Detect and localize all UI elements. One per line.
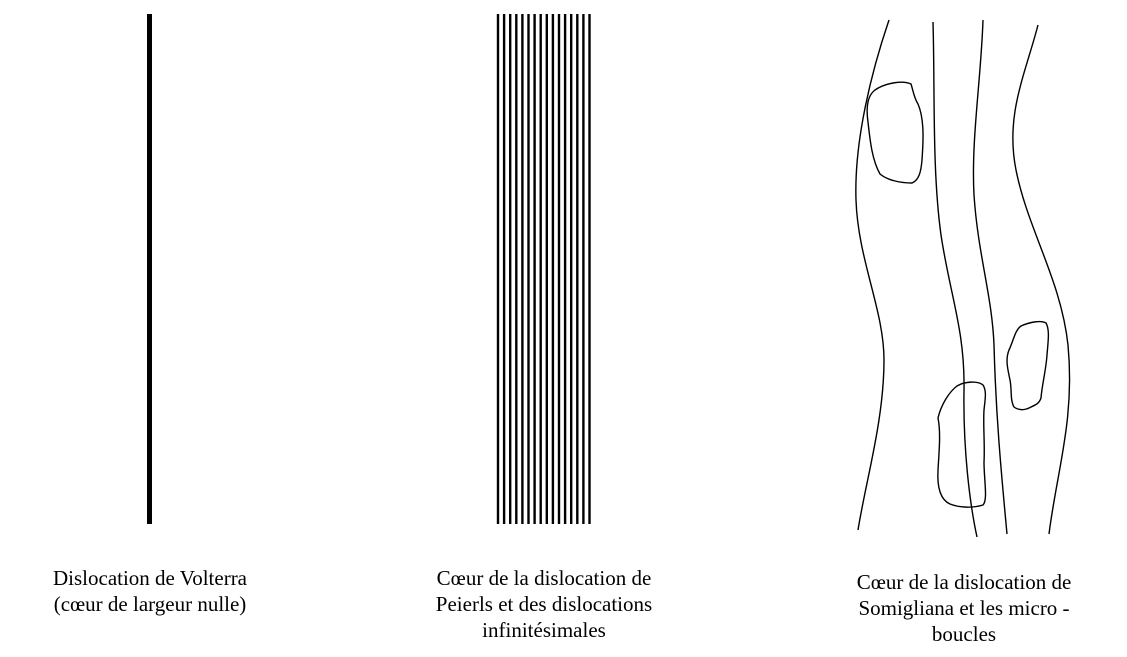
somigliana-caption-line-3: boucles — [931, 622, 997, 646]
somigliana-caption-line-1: Cœur de la dislocation de — [856, 570, 1072, 594]
somigliana-caption-line-2: Somigliana et les micro - — [858, 596, 1070, 620]
micro-loop-3 — [1006, 320, 1050, 411]
peierls-caption-line-2: Peierls et des dislocations — [435, 592, 653, 616]
volterra-caption-line-2: (cœur de largeur nulle) — [53, 592, 247, 616]
somigliana-core-line-3 — [972, 19, 1008, 535]
somigliana-core-line-4 — [1012, 24, 1071, 535]
peierls-caption-line-3: infinitésimales — [482, 618, 606, 642]
somigliana-core-line-1 — [855, 19, 890, 531]
volterra-caption-line-1: Dislocation de Volterra — [52, 566, 248, 590]
micro-loop-2 — [937, 381, 987, 508]
micro-loop-1 — [866, 81, 924, 184]
somigliana-panel — [855, 19, 1071, 538]
peierls-line-bundle — [496, 14, 591, 524]
somigliana-core-line-2 — [932, 21, 978, 538]
peierls-caption-line-1: Cœur de la dislocation de — [436, 566, 652, 590]
